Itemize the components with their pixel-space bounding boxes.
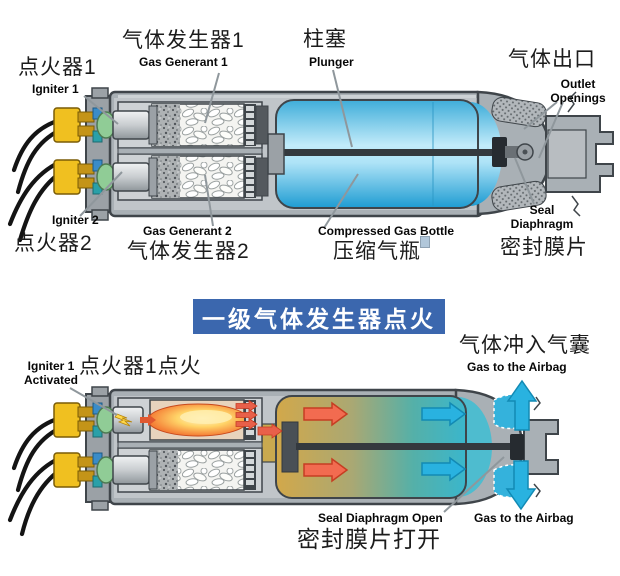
cool-gas-arrows	[421, 379, 538, 511]
stage1-ignition-banner: 一级气体发生器点火	[193, 299, 445, 334]
chamber-2-end-cap	[255, 157, 269, 197]
label-igniter-1-fired-zh: 点火器1点火	[79, 355, 202, 378]
retainer-clip-top	[567, 91, 577, 113]
watermark-artifact	[420, 236, 430, 248]
chamber-1-teeth	[246, 106, 254, 145]
label-igniter-1-activated-en: Igniter 1 Activated	[22, 359, 80, 388]
chamber-2-teeth	[246, 452, 254, 485]
label-gas-generant-2-en: Gas Generant 2	[143, 224, 232, 238]
label-activated-line1: Igniter 1	[27, 359, 75, 373]
seal-bridge	[505, 146, 519, 158]
outlet-opening-screen-bottom	[491, 180, 547, 212]
chamber-divider	[117, 441, 263, 449]
ignition-spark	[114, 413, 133, 427]
label-igniter-2-zh: 点火器2	[14, 232, 93, 255]
hot-gas-arrows	[303, 401, 349, 483]
leader-lines	[69, 69, 564, 513]
plunger-plug	[492, 137, 507, 167]
cap-bump-bottom	[91, 209, 109, 221]
fitting-boss	[547, 129, 587, 179]
label-seal-open-zh: 密封膜片打开	[297, 526, 441, 552]
inflator-rest-illustration	[7, 87, 614, 243]
chamber-1-end-cap	[255, 105, 269, 145]
igniter-1-assembly	[53, 105, 158, 145]
plunger-rod	[282, 149, 494, 156]
igniter-2-assembly	[53, 450, 158, 490]
label-igniter-2-en: Igniter 2	[52, 213, 99, 227]
chamber-2-teeth	[246, 158, 254, 197]
label-plunger-zh: 柱塞	[303, 28, 347, 51]
ignition-jet	[140, 414, 156, 426]
chamber-divider	[117, 147, 263, 155]
hub-bolt	[522, 149, 528, 155]
outlet-opening-screen-top	[491, 96, 547, 128]
label-igniter-1-zh: 点火器1	[18, 56, 97, 79]
label-gas-bottle-zh: 压缩气瓶	[333, 240, 421, 263]
label-gas-generant-1-zh: 气体发生器1	[122, 29, 245, 52]
label-gas-to-airbag-zh: 气体冲入气囊	[459, 334, 591, 357]
cap-bump-top	[91, 87, 109, 99]
gas-to-airbag-down-arrow	[505, 460, 537, 511]
center-hub	[267, 133, 285, 175]
flame-core	[180, 410, 232, 424]
plunger-plug	[510, 434, 524, 460]
label-gas-to-airbag-en: Gas to the Airbag	[467, 360, 567, 374]
label-gas-to-airbag-bottom-en: Gas to the Airbag	[474, 511, 574, 525]
label-igniter-1-en: Igniter 1	[32, 82, 79, 96]
label-seal-diaphragm-en: Seal Diaphragm	[505, 203, 579, 232]
retainer-clip-bottom	[533, 483, 541, 498]
retainer-clip-top	[533, 396, 541, 411]
label-seal-line1: Seal	[529, 203, 555, 217]
label-gas-bottle-en: Compressed Gas Bottle	[318, 224, 455, 238]
label-outlet-line2: Openings	[550, 91, 606, 106]
outlet-fitting	[523, 419, 559, 475]
label-gas-outlet-zh: 气体出口	[508, 48, 596, 71]
gas-to-airbag-up-arrow	[506, 379, 538, 431]
igniter-2-assembly	[53, 157, 158, 197]
label-seal-diaphragm-zh: 密封膜片	[500, 236, 588, 259]
label-plunger-en: Plunger	[309, 55, 354, 69]
label-outlet-openings-en: Outlet Openings	[543, 77, 613, 106]
label-activated-line2: Activated	[23, 373, 79, 388]
hot-gas-jets	[235, 399, 283, 439]
label-outlet-line1: Outlet	[560, 77, 596, 91]
cap-bump-top	[91, 386, 109, 397]
label-gas-generant-2-zh: 气体发生器2	[127, 240, 250, 263]
igniter-1-assembly-fired	[53, 402, 156, 438]
plunger-rod	[296, 443, 514, 450]
retainer-clip-bottom	[571, 195, 581, 217]
wires	[7, 415, 63, 537]
plunger-plate	[281, 421, 299, 473]
cap-bump-bottom	[91, 500, 109, 511]
label-seal-line2: Diaphragm	[510, 217, 574, 232]
label-seal-open-en: Seal Diaphragm Open	[318, 511, 443, 525]
inflator-fired-illustration	[7, 379, 559, 537]
label-gas-generant-1-en: Gas Generant 1	[139, 55, 228, 69]
